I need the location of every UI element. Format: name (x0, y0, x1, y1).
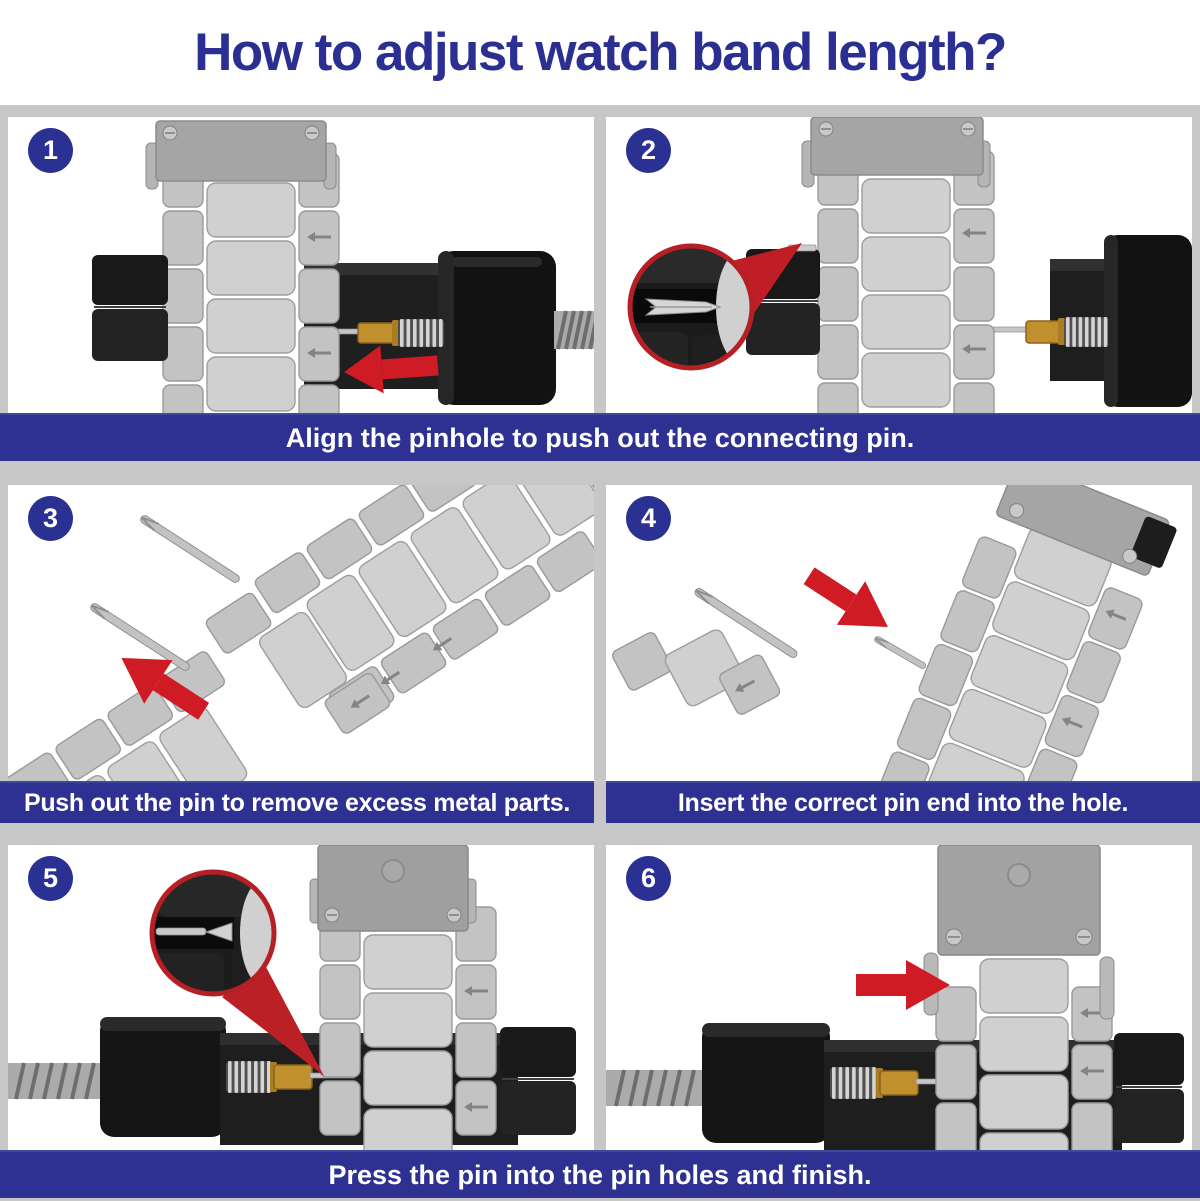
step-3-illustration (8, 485, 594, 781)
watch-band-section-lower (8, 651, 248, 781)
link-pin (90, 603, 190, 671)
caption-row-1: Align the pinhole to push out the connec… (0, 413, 1200, 461)
clasp (801, 117, 991, 188)
step-1-number: 1 (42, 135, 59, 165)
caption-row-3: Press the pin into the pin holes and fin… (0, 1150, 1200, 1198)
step-4-number-badge: 4 (626, 496, 671, 541)
threaded-rod (8, 1062, 104, 1100)
pin-pusher (329, 319, 444, 347)
removed-link (205, 592, 391, 734)
red-arrow-icon (344, 345, 439, 394)
link-pin (140, 515, 240, 583)
pinhole-arrow-mark (962, 228, 986, 354)
removed-link (612, 629, 781, 715)
row-2: 3 (0, 485, 1200, 781)
clasp (923, 845, 1115, 1020)
step-6-number: 6 (640, 863, 657, 893)
page-title: How to adjust watch band length? (194, 23, 1007, 82)
magnifier-inset (149, 869, 277, 997)
pin-pusher (989, 317, 1108, 347)
watch-band (145, 120, 340, 413)
step-1-number-badge: 1 (28, 128, 73, 173)
pin-pusher (830, 1067, 959, 1099)
step-4-number: 4 (640, 503, 657, 533)
caption-row-2: Push out the pin to remove excess metal … (0, 781, 1200, 823)
red-arrow-icon (856, 960, 950, 1010)
threaded-rod (606, 1069, 706, 1107)
step-5-number: 5 (42, 863, 59, 893)
tool-jaws (1114, 1033, 1184, 1143)
caption-step-4: Insert the correct pin end into the hole… (606, 781, 1200, 823)
row-1: 1 (0, 117, 1200, 413)
step-panel-5: 5 (8, 845, 594, 1150)
step-1-illustration (92, 120, 594, 413)
spring (398, 319, 444, 347)
watch-band (875, 485, 1177, 781)
spring (830, 1067, 878, 1099)
brass-tip (273, 1064, 313, 1090)
band-tool (1050, 235, 1192, 407)
step-4-illustration (612, 485, 1177, 781)
step-panel-4: 4 (606, 485, 1192, 781)
red-arrow-icon (803, 567, 888, 627)
step-panel-6: 6 (606, 845, 1192, 1150)
watch-band (309, 845, 497, 1150)
threaded-rod (554, 310, 594, 350)
magnifier-pointer (222, 967, 324, 1076)
step-5-number-badge: 5 (28, 856, 73, 901)
row-3: 5 (0, 845, 1200, 1150)
red-arrow-icon (121, 657, 210, 720)
magnifier-inset (627, 243, 755, 371)
step-panel-2: 2 (606, 117, 1192, 413)
tool-jaws (92, 255, 168, 361)
step-3-number: 3 (42, 503, 59, 533)
caption-step-3: Push out the pin to remove excess metal … (0, 781, 594, 823)
step-2-illustration (627, 117, 1192, 413)
clasp (145, 120, 337, 190)
clasp (309, 845, 477, 932)
pin-meeting-hole (204, 922, 233, 942)
link-pin (694, 588, 798, 658)
step-panel-1: 1 (8, 117, 594, 413)
tool-jaws (500, 1027, 576, 1135)
step-6-number-badge: 6 (626, 856, 671, 901)
watch-band (801, 117, 995, 413)
step-2-number-badge: 2 (626, 128, 671, 173)
step-3-number-badge: 3 (28, 496, 73, 541)
watch-band-section-upper (254, 485, 594, 728)
spring (1064, 317, 1108, 347)
step-6-illustration (606, 845, 1184, 1150)
band-tool (304, 251, 594, 405)
brass-tip (879, 1070, 919, 1096)
spring (226, 1061, 272, 1093)
pinhole-arrow-mark (307, 232, 331, 358)
inserted-pin (874, 636, 927, 669)
step-panel-3: 3 (8, 485, 594, 781)
header: How to adjust watch band length? (0, 0, 1200, 105)
watch-band (923, 845, 1115, 1150)
step-2-number: 2 (640, 135, 657, 165)
step-5-illustration (8, 845, 576, 1150)
